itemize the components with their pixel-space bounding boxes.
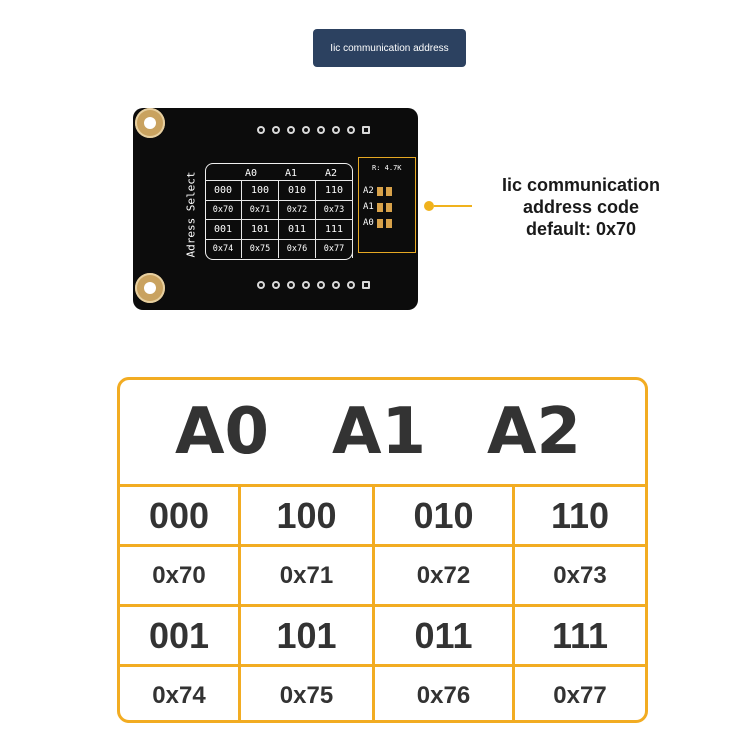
header-a0: A0 (175, 395, 270, 469)
table-cell: 0x71 (241, 544, 372, 604)
mount-hole-top (135, 108, 165, 138)
table-cell: 0x74 (120, 664, 238, 720)
callout-line-2: address code (522, 197, 640, 217)
silk-cell: 0x75 (242, 238, 279, 258)
address-table-body: 000 100 010 110 0x70 0x71 0x72 0x73 001 … (120, 484, 645, 720)
header-a1: A1 (332, 395, 427, 469)
title-badge: Iic communication address (313, 29, 466, 67)
silk-cell: 0x71 (242, 199, 279, 219)
callout-line (434, 205, 472, 207)
solder-pad-icon (385, 186, 392, 196)
silk-cell: 0x76 (279, 238, 316, 258)
column-divider (372, 484, 375, 720)
table-cell: 0x70 (120, 544, 238, 604)
silk-cell: 0x74 (205, 238, 242, 258)
jumper-a2-label: A2 (363, 186, 374, 196)
callout-line-3: default: 0x70 (525, 219, 637, 239)
silk-cell: 111 (316, 219, 353, 239)
table-cell: 0x72 (375, 544, 512, 604)
silk-address-table: 000 100 010 110 0x70 0x71 0x72 0x73 001 … (205, 180, 353, 258)
callout-dot-icon (424, 201, 434, 211)
resistor-label: R: 4.7K (372, 164, 402, 172)
silk-cell: 011 (279, 219, 316, 239)
silk-cell: 101 (242, 219, 279, 239)
mount-hole-bottom (135, 273, 165, 303)
table-cell: 0x73 (515, 544, 645, 604)
jumper-a1-label: A1 (363, 202, 374, 212)
column-divider (238, 484, 241, 720)
silk-cell: 110 (316, 180, 353, 200)
pcb-board: Adress Select A0 A1 A2 000 100 010 110 0… (133, 108, 418, 310)
table-cell: 011 (375, 604, 512, 664)
silk-cell: 100 (242, 180, 279, 200)
table-cell: 111 (515, 604, 645, 664)
table-cell: 010 (375, 484, 512, 544)
table-cell: 000 (120, 484, 238, 544)
solder-pad-icon (376, 186, 383, 196)
silk-cell: 0x73 (316, 199, 353, 219)
silk-header-a1: A1 (284, 168, 298, 179)
silk-header: A0 A1 A2 (231, 168, 351, 179)
silk-cell: 0x77 (316, 238, 353, 258)
silk-header-a2: A2 (324, 168, 338, 179)
address-table-header: A0 A1 A2 (120, 380, 645, 484)
table-cell: 0x76 (375, 664, 512, 720)
table-cell: 100 (241, 484, 372, 544)
adress-select-label: Adress Select (184, 171, 198, 258)
jumper-a1[interactable]: A1 (363, 202, 392, 212)
callout-text: Iic communication address code default: … (476, 174, 686, 240)
address-table: A0 A1 A2 000 100 010 110 0x70 0x71 0x72 … (117, 377, 648, 723)
table-cell: 0x77 (515, 664, 645, 720)
callout-line-1: Iic communication (501, 175, 661, 195)
solder-pad-icon (385, 218, 392, 228)
table-cell: 101 (241, 604, 372, 664)
jumper-a0-label: A0 (363, 218, 374, 228)
table-cell: 001 (120, 604, 238, 664)
silk-cell: 010 (279, 180, 316, 200)
solder-pad-icon (376, 202, 383, 212)
table-cell: 110 (515, 484, 645, 544)
table-cell: 0x75 (241, 664, 372, 720)
jumper-a2[interactable]: A2 (363, 186, 392, 196)
silk-cell: 0x70 (205, 199, 242, 219)
silk-cell: 0x72 (279, 199, 316, 219)
header-a2: A2 (487, 395, 582, 469)
solder-pad-icon (385, 202, 392, 212)
silk-header-a0: A0 (244, 168, 258, 179)
column-divider (512, 484, 515, 720)
solder-pad-icon (376, 218, 383, 228)
silk-cell: 001 (205, 219, 242, 239)
jumper-a0[interactable]: A0 (363, 218, 392, 228)
jumper-highlight-box: R: 4.7K A2 A1 A0 (358, 157, 416, 253)
silk-cell: 000 (205, 180, 242, 200)
